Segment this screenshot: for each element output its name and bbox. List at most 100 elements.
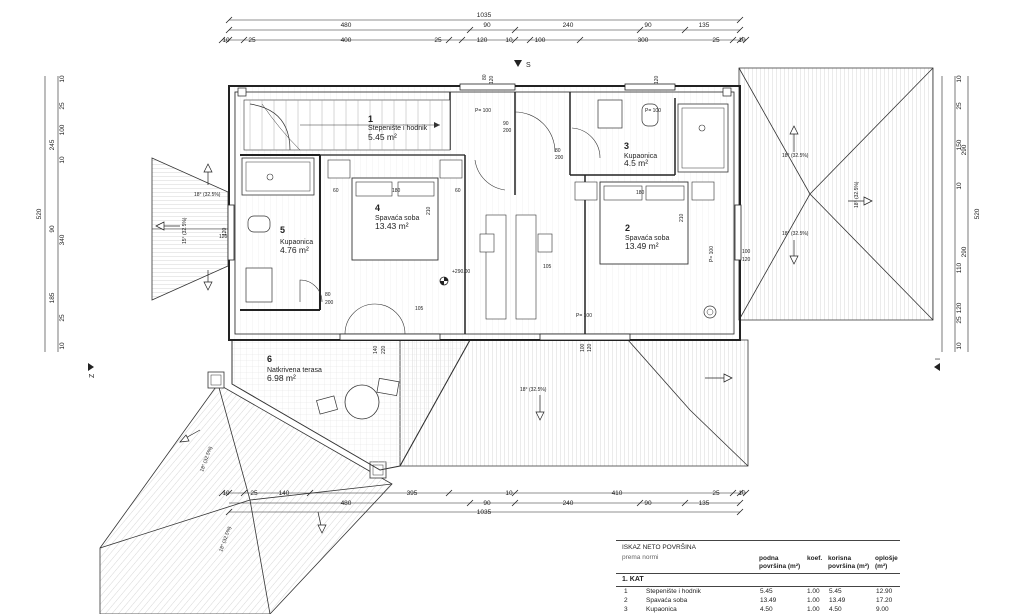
dim-top-r2-7: 300 [638, 37, 649, 44]
room-number: 5 [280, 225, 285, 235]
opening-label: 90 [503, 121, 509, 127]
cell-num: 1 [624, 588, 628, 595]
cell-floor: 13.49 [760, 597, 777, 604]
room-area: 6.98 m² [267, 373, 296, 383]
room-name: Kupaonica [624, 153, 657, 160]
dim-top-r1-2: 240 [563, 22, 574, 29]
dim-top-r2-2: 400 [341, 37, 352, 44]
dimension-tick [636, 26, 644, 34]
header-envelope: oplošje (m²) [875, 555, 898, 570]
top-dimensions: 1035 480 90 240 90 135 10 25 400 25 120 … [222, 12, 746, 44]
room-number: 1 [368, 114, 373, 124]
dim-right-i6: 25 [956, 316, 963, 324]
dim-left-i2: 100 [59, 124, 66, 135]
opening-label: 220 [381, 345, 387, 354]
dim-top-r1-3: 90 [644, 22, 652, 29]
dimension-tick [445, 489, 453, 497]
dim-bot-r1-5: 10 [505, 490, 513, 497]
table-row: 1 Stepenište i hodnik 5.45 1.00 5.45 12.… [616, 588, 900, 597]
dimension-tick [636, 499, 644, 507]
opening-label: 180 [636, 190, 645, 196]
opening-label: P= 100 [576, 313, 592, 319]
room-name: Natkrivena terasa [267, 367, 322, 374]
table-section: 1. KAT [616, 573, 900, 587]
dim-left-o1: 90 [49, 225, 56, 233]
header-usable-area: korisna površina (m²) [828, 555, 870, 570]
room-1-label: 1 Stepenište i hodnik 5.45 m² [368, 114, 428, 142]
compass-north-arrow-icon [514, 60, 522, 67]
opening-label: P= 100 [475, 108, 491, 114]
level-mark: +290.00 [439, 269, 470, 286]
dimension-tick [736, 16, 744, 24]
door-swings [299, 111, 601, 335]
dimension-tick [218, 489, 226, 497]
opening-label: 200 [325, 300, 334, 306]
terrace-table [316, 377, 400, 420]
slope-arrows [155, 125, 873, 534]
dimension-tick [736, 26, 744, 34]
dim-bot-r1-3: 480 [341, 500, 352, 507]
opening-label: 80 [555, 148, 561, 154]
compass-label-z: Z [89, 373, 96, 378]
opening-label: 120 [654, 75, 660, 84]
dimension-lines [44, 19, 969, 513]
dimension-tick [511, 499, 519, 507]
opening-labels: 80 120 P= 100 90 200 80 200 120 P= 100 P… [219, 74, 751, 354]
dim-right-i2: 150 [956, 139, 963, 150]
cell-num: 2 [624, 597, 628, 604]
dim-left-i5: 25 [59, 314, 66, 322]
dimension-tick [445, 36, 453, 44]
left-dimensions: 520 245 90 185 10 25 100 10 340 25 10 [36, 75, 66, 350]
dim-bot-r1-7: 25 [712, 490, 720, 497]
cell-name: Kupaonica [646, 606, 677, 613]
dimension-tick [225, 36, 233, 44]
dim-right-i3: 10 [956, 182, 963, 190]
dim-bot-r1-8: 10 [738, 490, 746, 497]
cell-floor: 5.45 [760, 588, 773, 595]
staircase [243, 99, 451, 151]
dimension-tick [225, 16, 233, 24]
compass-label-s: S [526, 62, 531, 69]
opening-label: 140 [373, 345, 379, 354]
cell-usable: 13.49 [829, 597, 846, 604]
dim-left-i1: 25 [59, 102, 66, 110]
dimension-tick [218, 36, 226, 44]
roof-slope-label: 18° (32.5%) [854, 181, 860, 208]
level-value: +290.00 [452, 269, 470, 275]
dim-right-i5: 120 [956, 302, 963, 313]
dimension-tick [458, 36, 466, 44]
room-area: 4.5 m² [624, 158, 648, 168]
dimension-ticks [218, 16, 750, 516]
roof-southwest [99, 371, 393, 614]
room-name: Spavaća soba [375, 215, 419, 222]
room-3-label: 3 Kupaonica 4.5 m² [624, 141, 657, 168]
dimension-tick [576, 36, 584, 44]
cell-envelope: 17.20 [876, 597, 893, 604]
room-6-label: 6 Natkrivena terasa 6.98 m² [267, 354, 322, 383]
compass-east-arrow-icon [934, 363, 940, 371]
right-dimensions: 520 290 290 10 25 150 10 110 120 25 10 [956, 75, 981, 350]
dimension-tick [681, 26, 689, 34]
dimension-tick [306, 489, 314, 497]
dimension-tick [742, 489, 750, 497]
dimension-tick [736, 499, 744, 507]
dim-right-i0: 10 [956, 75, 963, 83]
dimension-tick [511, 26, 519, 34]
cell-name: Spavaća soba [646, 597, 688, 604]
dim-bot-r2-2: 90 [644, 500, 652, 507]
dim-top-r2-3: 25 [434, 37, 442, 44]
dimension-tick [225, 508, 233, 516]
opening-label: 120 [489, 75, 495, 84]
opening-label: P= 100 [709, 246, 715, 262]
table-subtitle: prema normi [622, 554, 659, 561]
covered-terrace [231, 339, 471, 471]
dimension-tick [240, 489, 248, 497]
dim-left-o2: 185 [49, 292, 56, 303]
dim-top-r2-5: 10 [505, 37, 513, 44]
table-title: ISKAZ NETO POVRŠINA [622, 544, 696, 551]
section-label: 1. KAT [622, 576, 644, 583]
dim-left-o0: 245 [49, 139, 56, 150]
opening-label: 60 [455, 188, 461, 194]
opening-label: 100 [742, 249, 751, 255]
